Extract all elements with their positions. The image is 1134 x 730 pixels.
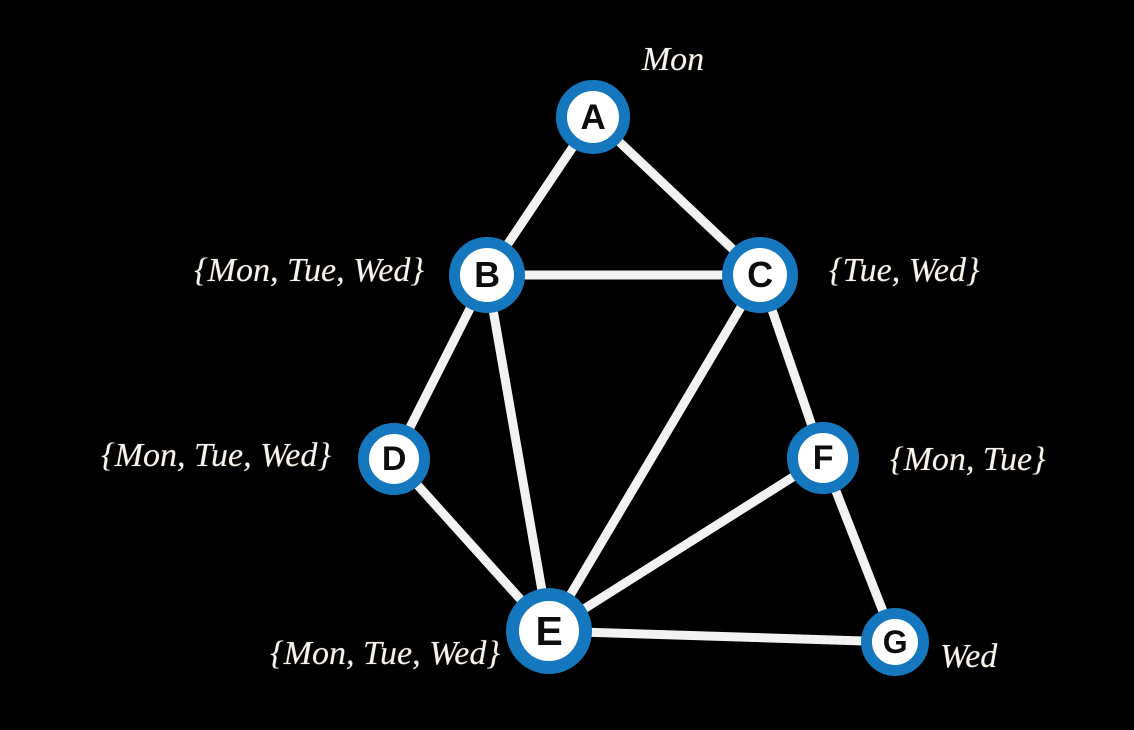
node-letter: F [812,439,834,477]
graph-edge [767,306,817,429]
graph-node-e[interactable]: E [506,588,592,674]
node-letter: C [747,254,773,295]
domain-label-a: Mon [641,41,705,78]
domain-label-f: {Mon, Tue} [890,441,1046,478]
graph-edge [614,137,738,255]
domain-label-c: {Tue, Wed} [829,252,980,289]
graph-edge [565,302,747,599]
node-letter: A [580,97,606,137]
domain-label-e: {Mon, Tue, Wed} [270,635,500,672]
domain-label-d: {Mon, Tue, Wed} [101,437,331,474]
domain-label-b: {Mon, Tue, Wed} [194,252,424,289]
graph-node-a[interactable]: A [556,80,630,154]
graph-edge [580,471,798,614]
graph-node-b[interactable]: B [449,237,525,313]
graph-node-f[interactable]: F [787,422,859,494]
graph-edge [588,627,865,646]
graph-edge [502,142,578,249]
node-letter: G [882,624,908,660]
node-letter: D [381,440,407,478]
node-letter: E [535,607,563,654]
node-letter: B [474,254,500,295]
graph-edge [830,487,888,615]
graph-edge [488,308,547,593]
graph-node-d[interactable]: D [358,423,430,495]
graph-node-c[interactable]: C [722,237,798,313]
graph-edge [404,304,476,432]
graph-edge [412,480,526,605]
graph-node-g[interactable]: G [861,608,929,676]
domain-label-g: Wed [940,638,998,675]
